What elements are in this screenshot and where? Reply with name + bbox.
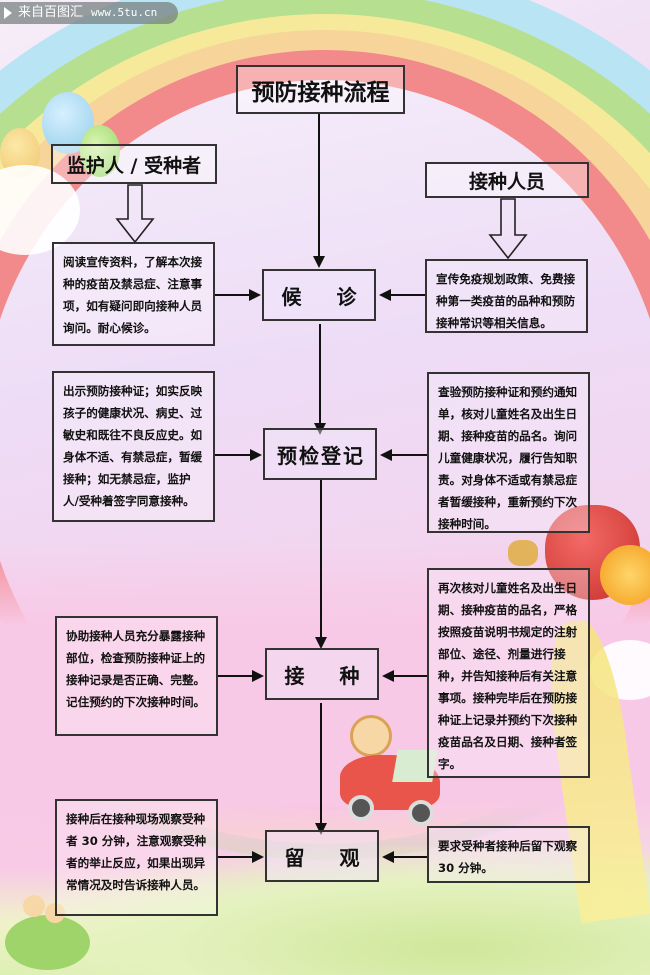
arrow-right-icon (252, 851, 264, 863)
child-head (23, 895, 45, 917)
note-text: 阅读宣传资料，了解本次接种的疫苗及禁忌症、注意事项，如有疑问即向接种人员询问。耐… (63, 255, 203, 335)
balloon-icon (80, 125, 120, 177)
flow-connector (215, 454, 251, 456)
arrow-down-icon (315, 637, 327, 649)
green-dragon (5, 915, 90, 970)
note-text: 再次核对儿童姓名及出生日期、接种疫苗的品名，严格按照疫苗说明书规定的注射部位、途… (438, 581, 578, 771)
arrow-left-icon (382, 851, 394, 863)
step-precheck-vaccinator-note: 查验预防接种证和预约通知单，核对儿童姓名及出生日期、接种疫苗的品名。询问儿童健康… (427, 372, 590, 533)
step-label: 留 观 (284, 845, 374, 870)
arrow-down-icon (313, 256, 325, 268)
flow-connector (215, 294, 250, 296)
step-observation-vaccinator-note: 要求受种者接种后留下观察 30 分钟。 (427, 826, 590, 883)
flow-connector (218, 856, 253, 858)
flowchart-title: 预防接种流程 (236, 65, 405, 114)
arrow-left-icon (380, 449, 392, 461)
note-text: 宣传免疫规划政策、免费接种第一类疫苗的品种和预防接种常识等相关信息。 (436, 272, 576, 330)
arrow-down-icon (315, 823, 327, 835)
flow-connector (393, 675, 427, 677)
step-precheck-registration: 预检登记 (263, 428, 377, 480)
kid-in-car-illustration (340, 715, 440, 830)
step-observation-guardian-note: 接种后在接种现场观察受种者 30 分钟，注意观察受种者的举止反应，如果出现异常情… (55, 799, 218, 916)
step-label: 候 诊 (281, 284, 371, 309)
arrow-right-icon (252, 670, 264, 682)
note-text: 查验预防接种证和预约通知单，核对儿童姓名及出生日期、接种疫苗的品名。询问儿童健康… (438, 385, 578, 531)
step-label: 预检登记 (277, 443, 365, 468)
watermark-label: 来自百图汇 (18, 5, 84, 20)
flow-connector (320, 480, 322, 640)
arrow-left-icon (379, 289, 391, 301)
flow-connector (391, 454, 427, 456)
step-vaccination-vaccinator-note: 再次核对儿童姓名及出生日期、接种疫苗的品名，严格按照疫苗说明书规定的注射部位、途… (427, 568, 590, 778)
arrow-right-icon (249, 289, 261, 301)
step-observation: 留 观 (265, 830, 379, 882)
flow-connector (318, 114, 320, 259)
arrow-left-icon (382, 670, 394, 682)
watermark-badge: 来自百图汇 www.5tu.cn (0, 2, 178, 24)
car-wheel (408, 800, 434, 826)
flow-connector (390, 294, 425, 296)
step-waiting-vaccinator-note: 宣传免疫规划政策、免费接种第一类疫苗的品种和预防接种常识等相关信息。 (425, 259, 588, 333)
watermark-url: www.5tu.cn (91, 6, 158, 19)
flowchart-title-text: 预防接种流程 (251, 78, 390, 106)
actor-guardian-label: 监护人 / 受种者 (66, 154, 202, 177)
note-text: 接种后在接种现场观察受种者 30 分钟，注意观察受种者的举止反应，如果出现异常情… (66, 812, 207, 892)
child-head (350, 715, 392, 757)
step-label: 接 种 (284, 663, 374, 688)
arrow-right-icon (250, 449, 262, 461)
orange-icon (600, 545, 650, 605)
flow-connector (320, 703, 322, 826)
note-text: 协助接种人员充分暴露接种部位，检查预防接种证上的接种记录是否正确、完整。记住预约… (66, 629, 206, 709)
flow-connector (393, 856, 427, 858)
hollow-down-arrow-icon (488, 198, 528, 260)
step-vaccination-guardian-note: 协助接种人员充分暴露接种部位，检查预防接种证上的接种记录是否正确、完整。记住预约… (55, 616, 218, 736)
note-text: 要求受种者接种后留下观察 30 分钟。 (438, 839, 578, 875)
flow-connector (218, 675, 253, 677)
car-wheel (348, 795, 374, 821)
actor-vaccinator-label: 接种人员 (468, 170, 545, 193)
kids-on-dragon-illustration (5, 895, 95, 975)
flow-connector (319, 324, 321, 426)
hollow-down-arrow-icon (115, 184, 155, 244)
step-precheck-guardian-note: 出示预防接种证；如实反映孩子的健康状况、病史、过敏史和既往不良反应史。如身体不适… (52, 371, 215, 522)
play-triangle-icon (4, 7, 12, 19)
actor-guardian: 监护人 / 受种者 (51, 144, 217, 184)
flower-meadow (0, 845, 650, 975)
step-waiting-guardian-note: 阅读宣传资料，了解本次接种的疫苗及禁忌症、注意事项，如有疑问即向接种人员询问。耐… (52, 242, 215, 346)
actor-vaccinator: 接种人员 (425, 162, 589, 198)
step-waiting: 候 诊 (262, 269, 376, 321)
step-vaccination: 接 种 (265, 648, 379, 700)
tag-icon (508, 540, 538, 566)
note-text: 出示预防接种证；如实反映孩子的健康状况、病史、过敏史和既往不良反应史。如身体不适… (63, 384, 203, 508)
